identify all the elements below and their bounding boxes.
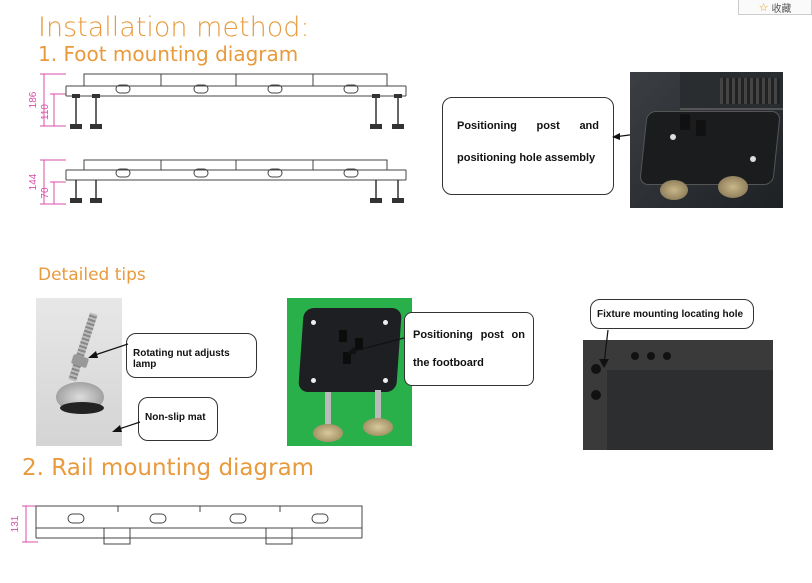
arrow-icon [599,329,609,368]
page-title: Installation method: [38,12,310,43]
foot-mounting-diagram-1: 186 110 [28,73,407,129]
non-slip-callout: Non-slip mat [138,397,218,441]
dimension-label: 144 [28,173,39,190]
arrow-icon [346,337,405,354]
foot-mounting-heading: 1. Foot mounting diagram [38,42,299,66]
callout-text: Positioning [457,120,517,132]
footboard-callout: Positioning post on the footboard [404,312,534,386]
dimension-label: 186 [28,91,39,108]
arrow-icon [88,343,129,358]
assembly-photo [630,72,783,208]
footboard-photo [287,298,412,446]
dimension-label: 131 [10,515,21,532]
detailed-tips-heading: Detailed tips [38,265,146,285]
rail-mounting-diagram: 131 [10,505,363,545]
callout-text: Positioning [413,329,473,341]
callout-text: on [511,329,525,341]
rotating-nut-callout: Rotating nut adjusts lamp [126,333,257,378]
positioning-assembly-callout: Positioning post and positioning hole as… [442,97,614,195]
callout-text: the footboard [413,357,484,369]
callout-text: and [579,120,599,132]
dimension-label: 70 [40,187,51,199]
rail-mounting-heading: 2. Rail mounting diagram [22,455,315,481]
star-icon: ☆ [758,1,769,14]
favorite-label: 收藏 [771,3,792,15]
dimension-label: 110 [40,104,51,120]
foot-mounting-diagram-2: 144 70 [28,159,407,205]
callout-text: positioning hole assembly [457,152,596,164]
callout-text: post [480,329,504,341]
favorite-button[interactable]: ☆ 收藏 [738,0,812,15]
leveling-foot-photo [36,298,122,446]
fixture-callout: Fixture mounting locating hole [590,299,754,329]
arrow-icon [112,421,141,432]
callout-text: post [536,120,560,132]
fixture-photo [583,340,773,450]
